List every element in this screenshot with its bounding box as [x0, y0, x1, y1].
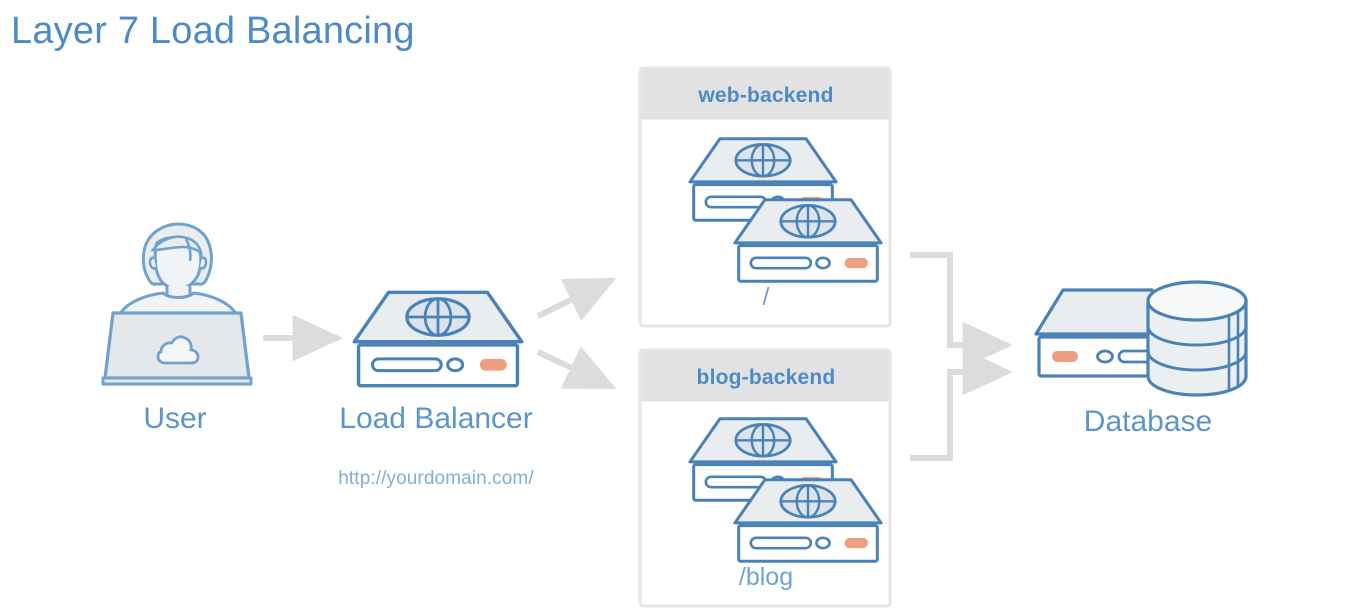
database-server-icon: [1034, 280, 1248, 397]
connector-blog-to-db: [910, 348, 1013, 461]
group-title-web-backend: web-backend: [698, 84, 834, 107]
connector-lb-to-web: [536, 277, 617, 321]
load-balancer-url: http://yourdomain.com/: [338, 468, 534, 489]
load-balancer-label: Load Balancer: [339, 402, 533, 435]
user-laptop-icon: [101, 222, 253, 386]
group-path-blog-backend: /blog: [738, 563, 794, 591]
user-label: User: [143, 402, 207, 435]
web-backend-server-front: [733, 198, 883, 283]
connector-web-to-db: [910, 252, 1013, 369]
blog-backend-server-front: [733, 478, 883, 563]
connector-lb-to-blog: [536, 346, 617, 390]
group-path-web-backend: /: [762, 283, 770, 311]
database-label: Database: [1083, 405, 1213, 438]
group-title-blog-backend: blog-backend: [696, 366, 836, 389]
cloud-icon: [156, 335, 200, 365]
page-title: Layer 7 Load Balancing: [11, 10, 415, 52]
load-balancer-server-icon: [352, 290, 524, 388]
